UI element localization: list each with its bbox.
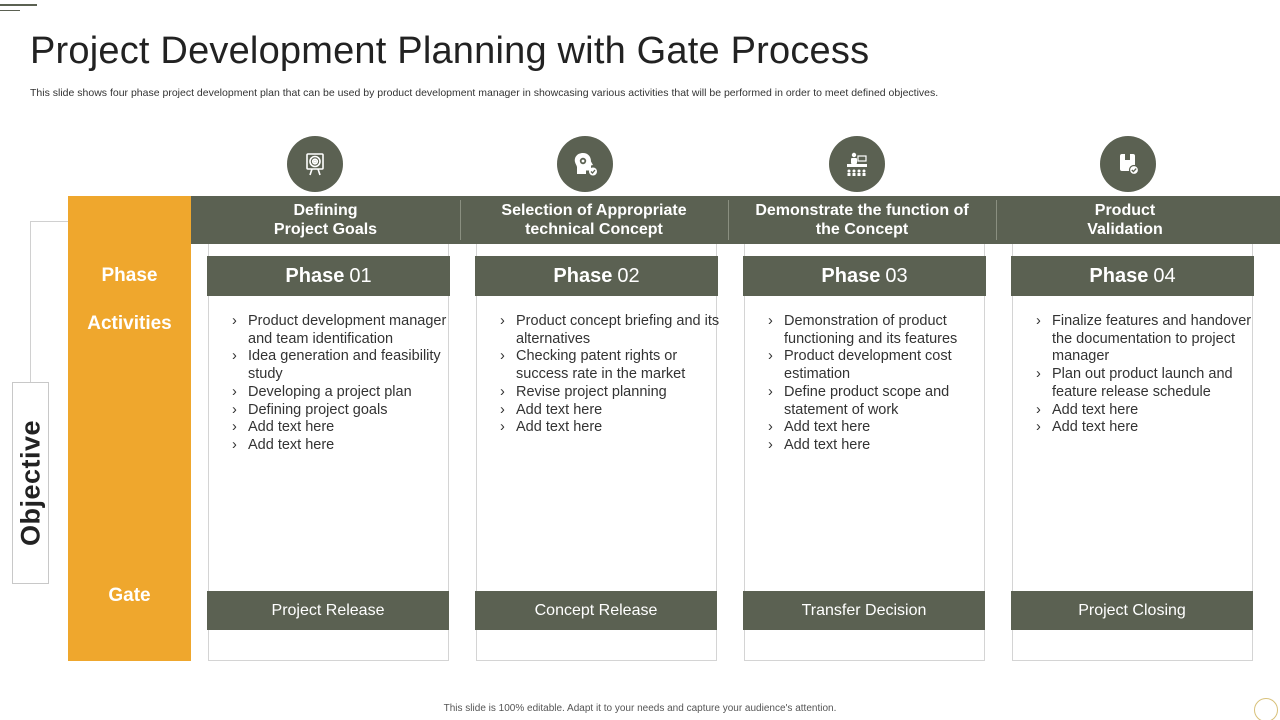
- activity-list-2: Product concept briefing and its alterna…: [498, 313, 723, 437]
- target-board-icon: [287, 136, 343, 192]
- phase-word: Phase: [1089, 264, 1149, 287]
- activity-item: Add text here: [230, 437, 455, 455]
- header-divider: [728, 200, 729, 240]
- gate-bar-3: Transfer Decision: [743, 591, 985, 630]
- activity-item: Add text here: [766, 419, 991, 437]
- page-subtitle: This slide shows four phase project deve…: [30, 87, 939, 99]
- activity-item: Add text here: [498, 402, 723, 420]
- activity-item: Add text here: [766, 437, 991, 455]
- column-header-line1: Product: [1094, 202, 1156, 219]
- column-header-3: Demonstrate the function of the Concept: [728, 196, 996, 244]
- presentation-audience-icon: [829, 136, 885, 192]
- objective-label: Objective: [15, 419, 46, 547]
- head-gear-icon: [557, 136, 613, 192]
- activity-item: Revise project planning: [498, 384, 723, 402]
- phase-word: Phase: [285, 264, 345, 287]
- column-header-line1: Selection of Appropriate: [501, 202, 687, 219]
- row-label-activities: Activities: [87, 313, 172, 334]
- gate-bar-4: Project Closing: [1011, 591, 1253, 630]
- activity-item: Add text here: [230, 419, 455, 437]
- activity-item: Defining project goals: [230, 402, 455, 420]
- activity-item: Add text here: [1034, 419, 1259, 437]
- gate-bar-2: Concept Release: [475, 591, 717, 630]
- activity-list-4: Finalize features and handover the docum…: [1034, 313, 1259, 437]
- activity-item: Add text here: [498, 419, 723, 437]
- phase-number: 02: [617, 264, 640, 287]
- column-header-line2: the Concept: [815, 221, 909, 238]
- activity-item: Plan out product launch and feature rele…: [1034, 366, 1259, 401]
- page-title: Project Development Planning with Gate P…: [30, 30, 870, 72]
- activity-item: Product development manager and team ide…: [230, 313, 455, 348]
- corner-accent-line: [0, 4, 37, 6]
- phase-word: Phase: [821, 264, 881, 287]
- column-header-line1: Defining: [293, 202, 358, 219]
- corner-circle-decoration: [1254, 698, 1278, 720]
- row-label-phase: Phase: [101, 265, 158, 286]
- activity-item: Idea generation and feasibility study: [230, 348, 455, 383]
- objective-bracket-line: [30, 221, 68, 383]
- activity-item: Demonstration of product functioning and…: [766, 313, 991, 348]
- phase-number: 04: [1153, 264, 1176, 287]
- column-header-2: Selection of Appropriate technical Concep…: [460, 196, 728, 244]
- activity-item: Checking patent rights or success rate i…: [498, 348, 723, 383]
- footer-note: This slide is 100% editable. Adapt it to…: [443, 703, 837, 714]
- phase-number: 01: [349, 264, 372, 287]
- column-header-line1: Demonstrate the function of: [755, 202, 969, 219]
- gate-bar-1: Project Release: [207, 591, 449, 630]
- header-divider: [460, 200, 461, 240]
- corner-accent-line-short: [0, 10, 20, 11]
- activity-item: Product concept briefing and its alterna…: [498, 313, 723, 348]
- objective-box: [12, 382, 49, 584]
- header-divider: [996, 200, 997, 240]
- column-header-bar: [191, 196, 1280, 244]
- column-header-line2: technical Concept: [525, 221, 663, 238]
- activity-item: Add text here: [1034, 402, 1259, 420]
- row-label-gate: Gate: [108, 585, 151, 606]
- column-header-line2: Project Goals: [273, 221, 378, 238]
- activity-list-3: Demonstration of product functioning and…: [766, 313, 991, 455]
- activity-item: Product development cost estimation: [766, 348, 991, 383]
- phase-word: Phase: [553, 264, 613, 287]
- product-box-check-icon: [1100, 136, 1156, 192]
- phase-number: 03: [885, 264, 908, 287]
- activity-list-1: Product development manager and team ide…: [230, 313, 455, 455]
- activity-item: Developing a project plan: [230, 384, 455, 402]
- activity-item: Define product scope and statement of wo…: [766, 384, 991, 419]
- column-header-line2: Validation: [1087, 221, 1163, 238]
- row-label-column: [68, 196, 191, 661]
- activity-item: Finalize features and handover the docum…: [1034, 313, 1259, 366]
